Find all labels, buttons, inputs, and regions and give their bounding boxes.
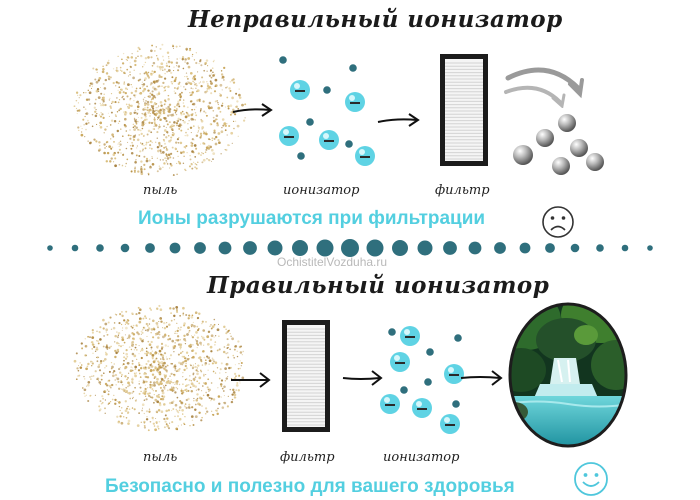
top-arrow-1: [232, 103, 273, 117]
bottom-label-dust: пыль: [143, 450, 178, 465]
bottom-arrow-3: [460, 370, 503, 386]
bottom-label-filter: фильтр: [280, 450, 335, 465]
top-dust-cloud: [73, 43, 247, 177]
top-arrow-2: [377, 113, 420, 127]
watermark: OchistitelVozduha.ru: [277, 255, 388, 269]
bottom-arrow-1: [231, 372, 271, 388]
top-label-dust: пыль: [143, 183, 178, 198]
section-divider: [47, 239, 653, 257]
bottom-arrow-2: [342, 370, 383, 386]
bottom-dust-cloud: [73, 304, 245, 432]
destruction-arrows: [504, 67, 584, 108]
sad-face-icon: [542, 206, 574, 238]
bottom-tagline: Безопасно и полезно для вашего здоровья: [105, 476, 515, 497]
bottom-title: Правильный ионизатор: [207, 272, 550, 299]
happy-face-icon: [574, 462, 608, 496]
top-title: Неправильный ионизатор: [188, 6, 563, 33]
dust-particles: [73, 304, 245, 432]
top-label-ionizer: ионизатор: [283, 183, 360, 198]
dust-particles: [73, 43, 247, 177]
bottom-ions-cluster: [380, 326, 464, 434]
waterfall-nature-image: [508, 302, 628, 448]
top-tagline: Ионы разрушаются при фильтрации: [138, 208, 486, 229]
top-filter: [440, 54, 488, 166]
top-ions-cluster: [279, 56, 375, 166]
bottom-label-ionizer: ионизатор: [383, 450, 460, 465]
top-label-filter: фильтр: [435, 183, 490, 198]
bottom-filter: [282, 320, 330, 432]
destroyed-ions: [513, 114, 604, 175]
